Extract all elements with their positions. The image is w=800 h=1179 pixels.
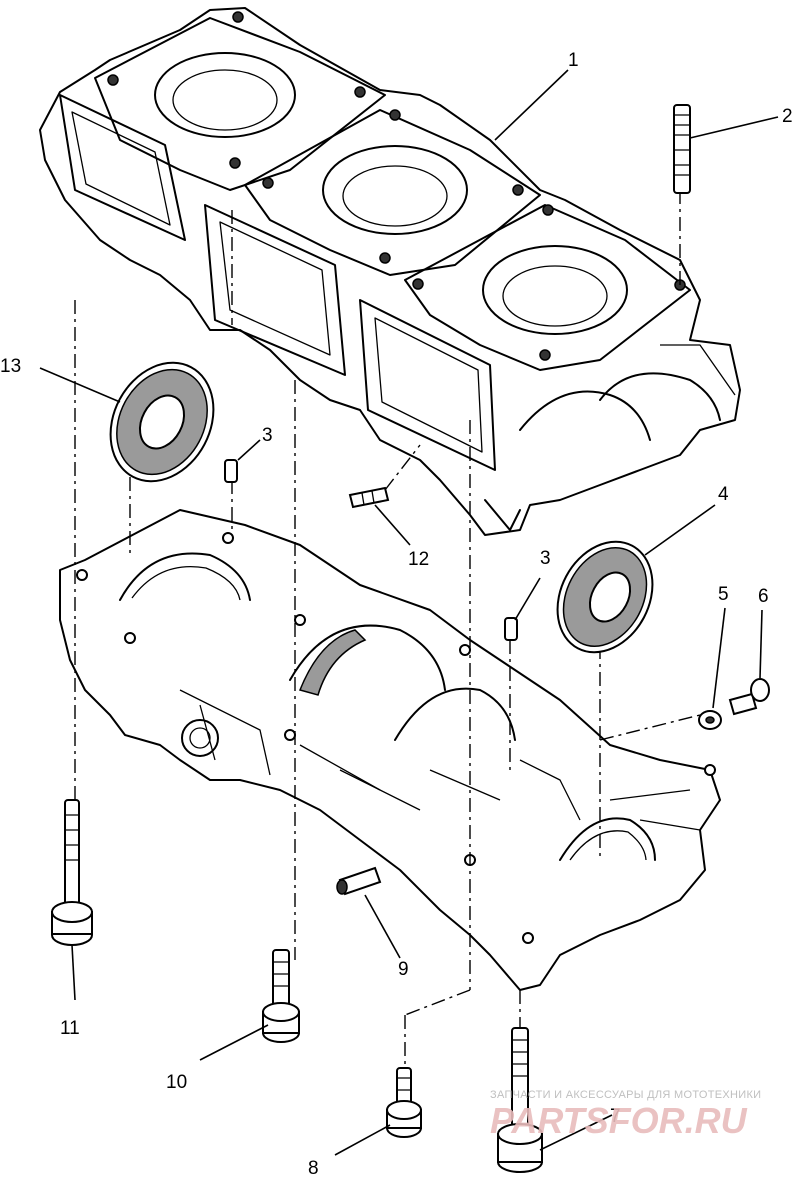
callout-2: 2 [782,106,793,127]
watermark: ЗАПЧАСТИ И АКСЕССУАРЫ ДЛЯ МОТОТЕХНИКИ PA… [490,1089,761,1141]
oil-seal-4 [556,540,654,654]
dowel-pin-3a [224,459,238,483]
bolt-part-10 [262,949,300,1043]
bolt-part-11 [51,799,93,946]
callout-9: 9 [398,959,409,980]
callout-10: 10 [166,1072,187,1093]
dowel-pin-3b [504,617,518,641]
leader-lines [39,69,779,1156]
callout-12: 12 [408,549,429,570]
callout-3a: 3 [262,425,273,446]
pin-part-9 [336,866,382,896]
lower-crankcase [59,509,721,991]
watermark-logo: PARTSFOR.RU [490,1100,748,1141]
callout-11: 11 [60,1018,80,1039]
callout-4: 4 [718,484,729,505]
bolt-part-8 [386,1067,422,1138]
bolt-part-6 [728,678,770,716]
callout-1: 1 [568,50,579,71]
callout-13: 13 [0,356,21,377]
stud-holes [107,11,686,361]
callout-5: 5 [718,584,729,605]
pin-part-12 [348,486,390,509]
oil-seal-13 [109,361,215,483]
washer-part-5 [698,710,722,730]
callout-7: 7 [610,1106,621,1127]
callouts: 1 2 3 3 4 5 6 7 8 9 10 11 12 13 [0,50,793,1179]
callout-3b: 3 [540,548,551,569]
callout-6: 6 [758,586,769,607]
callout-8: 8 [308,1158,319,1179]
bolt-part-7 [497,1027,543,1173]
upper-crankcase [39,7,741,536]
stud-part-2 [673,104,691,194]
intake-ports [59,94,496,471]
watermark-tagline: ЗАПЧАСТИ И АКСЕССУАРЫ ДЛЯ МОТОТЕХНИКИ [490,1089,761,1101]
